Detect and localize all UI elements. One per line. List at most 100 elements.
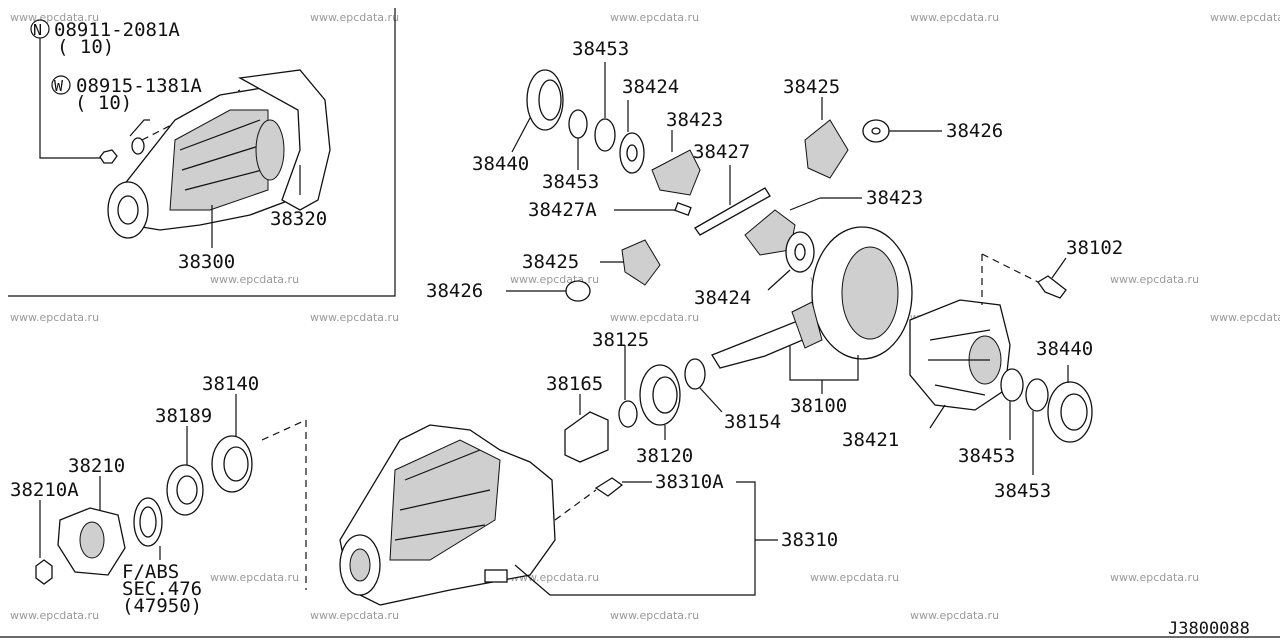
label-38425-top[interactable]: 38425	[783, 76, 840, 98]
ring-gear-edge-icon	[255, 119, 285, 181]
label-38426-left[interactable]: 38426	[426, 280, 483, 302]
label-38210A[interactable]: 38210A	[10, 479, 79, 501]
pinion-bearing-inner-icon	[652, 376, 678, 414]
flange-nut-icon	[35, 559, 53, 585]
ring-gear-bore-icon	[841, 246, 899, 340]
label-38310[interactable]: 38310	[781, 529, 838, 551]
watermark: www.epcdata.ru	[1110, 273, 1199, 286]
label-38453-top[interactable]: 38453	[572, 38, 629, 60]
w-symbol: W	[54, 77, 64, 95]
watermark: www.epcdata.ru	[510, 571, 599, 584]
inset-frame	[8, 8, 396, 297]
watermark: www.epcdata.ru	[210, 273, 299, 286]
pinion-mate-washer-icon	[565, 280, 591, 302]
watermark: www.epcdata.ru	[310, 11, 399, 24]
watermark: www.epcdata.ru	[10, 11, 99, 24]
label-38423-top[interactable]: 38423	[666, 109, 723, 131]
label-38453-right2[interactable]: 38453	[994, 480, 1051, 502]
pinion-mate-gear-icon	[804, 119, 849, 179]
watermark: www.epcdata.ru	[1210, 311, 1280, 324]
dashed-guide	[554, 489, 597, 521]
watermark: www.epcdata.ru	[10, 609, 99, 622]
leader-38421	[929, 404, 946, 429]
label-38120[interactable]: 38120	[636, 445, 693, 467]
part-number-08915-1381A[interactable]: 08915-1381A	[76, 75, 202, 97]
part-number-08911-2081A[interactable]: 08911-2081A	[54, 19, 180, 41]
pinion-bearing-group: 38125 38165 38120 38154	[546, 329, 781, 467]
washer-icon	[131, 137, 145, 155]
spacer-washer-icon	[618, 400, 638, 428]
label-38427[interactable]: 38427	[693, 141, 750, 163]
drive-pinion-gear-icon	[791, 301, 823, 349]
collapsible-spacer-icon	[564, 411, 609, 463]
label-38423-mid[interactable]: 38423	[866, 187, 923, 209]
label-38421[interactable]: 38421	[842, 429, 899, 451]
note-line-3[interactable]: (47950)	[122, 595, 202, 617]
drive-gear-set-group: 38100	[711, 226, 913, 417]
label-38426-top[interactable]: 38426	[946, 120, 1003, 142]
label-38425-left[interactable]: 38425	[522, 251, 579, 273]
diagram-code: J3800088	[1168, 619, 1250, 639]
watermark: www.epcdata.ru	[610, 609, 699, 622]
label-38300[interactable]: 38300	[178, 251, 235, 273]
label-38424-mid[interactable]: 38424	[694, 287, 751, 309]
inset-assembly: N 08911-2081A ( 10) W 08915-1381A ( 10) …	[8, 8, 396, 297]
label-38320[interactable]: 38320	[270, 208, 327, 230]
label-38427A[interactable]: 38427A	[528, 199, 597, 221]
gasket-icon	[237, 69, 331, 211]
watermark-layer: www.epcdata.ru www.epcdata.ru www.epcdat…	[10, 11, 1280, 622]
lock-pin-icon	[674, 202, 692, 216]
watermark: www.epcdata.ru	[10, 311, 99, 324]
n-symbol: N	[33, 21, 42, 39]
sensor-rotor-inner-icon	[139, 506, 157, 538]
watermark: www.epcdata.ru	[610, 311, 699, 324]
oil-seal-inner-icon	[176, 475, 198, 505]
label-38453-right1[interactable]: 38453	[958, 445, 1015, 467]
pinion-mate-washer-hole-icon	[871, 127, 881, 135]
bracket-38310	[514, 481, 756, 596]
label-38453-mid[interactable]: 38453	[542, 171, 599, 193]
note-line-2[interactable]: SEC.476	[122, 578, 202, 600]
flange-bore-icon	[117, 195, 139, 225]
note-line-1: F/ABS	[122, 561, 179, 583]
w-symbol-circle	[51, 75, 71, 95]
label-38140[interactable]: 38140	[202, 373, 259, 395]
pinion-mate-gear-icon	[621, 239, 661, 286]
watermark: www.epcdata.ru	[910, 11, 999, 24]
housing-ribs	[179, 119, 263, 191]
label-38100[interactable]: 38100	[790, 395, 847, 417]
bracket-38100	[789, 346, 859, 381]
label-38165[interactable]: 38165	[546, 373, 603, 395]
pinion-shim-icon	[684, 358, 706, 390]
label-38310A[interactable]: 38310A	[655, 471, 724, 493]
shim-icon	[1000, 368, 1024, 402]
watermark: www.epcdata.ru	[910, 609, 999, 622]
housing-shading	[169, 109, 269, 211]
carrier-front-bore-icon	[349, 548, 371, 582]
dashed-guide	[981, 253, 1039, 283]
front-bearing-inner-icon	[223, 446, 249, 482]
label-38424-top[interactable]: 38424	[622, 76, 679, 98]
label-38440-right[interactable]: 38440	[1036, 338, 1093, 360]
label-38440-top[interactable]: 38440	[472, 153, 529, 175]
leader-38102	[1051, 257, 1067, 279]
bolt-icon	[1037, 275, 1067, 299]
leader-38154	[699, 387, 723, 413]
watermark: www.epcdata.ru	[210, 571, 299, 584]
side-bearing-inner-icon	[1060, 393, 1088, 431]
label-38154[interactable]: 38154	[724, 411, 781, 433]
label-38210[interactable]: 38210	[68, 455, 125, 477]
leader-38423-mid	[789, 197, 821, 211]
front-flange-group: 38140 38189 F/ABS SEC.476 (47950) 38210 …	[10, 373, 307, 617]
dashed-guide	[141, 89, 241, 141]
quantity-w: ( 10)	[75, 92, 132, 114]
side-bearing-inner-icon	[538, 79, 562, 121]
label-38102[interactable]: 38102	[1066, 237, 1123, 259]
thrust-washer-hole-icon	[794, 243, 806, 261]
case-ribs	[928, 329, 991, 396]
label-38189[interactable]: 38189	[155, 405, 212, 427]
carrier-ribs	[394, 449, 491, 541]
label-38125[interactable]: 38125	[592, 329, 649, 351]
leader-38440-top	[511, 117, 531, 153]
